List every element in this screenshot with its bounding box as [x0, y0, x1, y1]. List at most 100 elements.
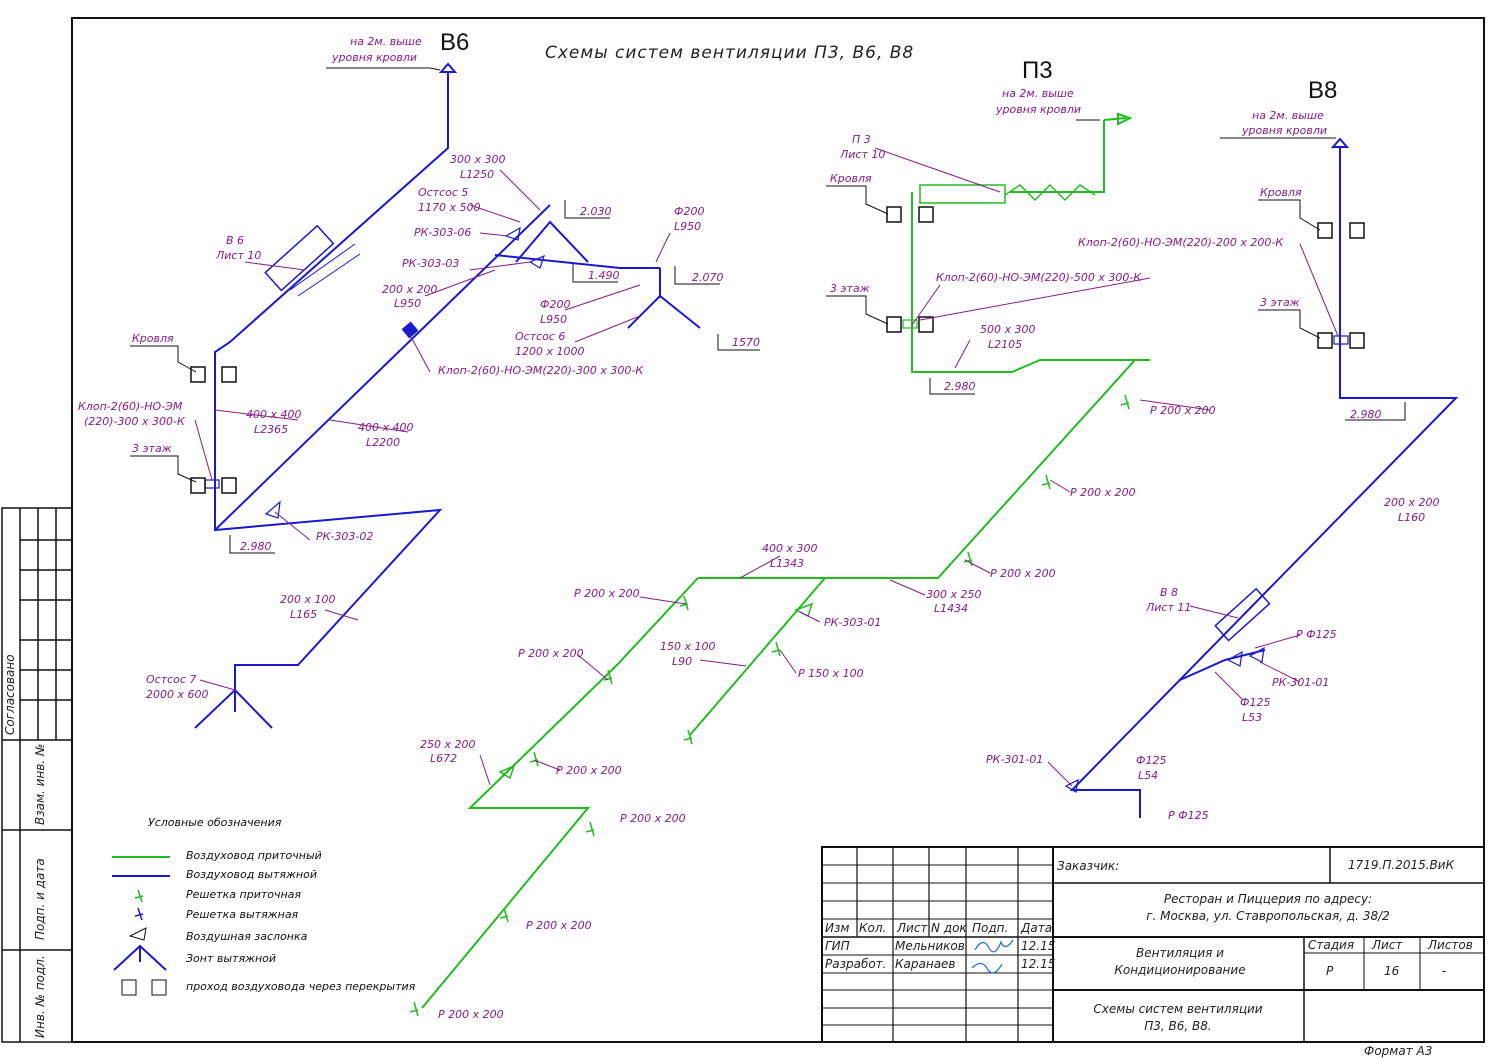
- tb-gip: ГИП: [825, 939, 850, 953]
- d500-size: 500 x 300: [980, 323, 1036, 336]
- klop-p3: Клоп-2(60)-НО-ЭМ(220)-500 x 300-К: [936, 271, 1142, 284]
- elevation-marks: [130, 67, 1406, 554]
- tb-col-5: Дата: [1020, 921, 1052, 935]
- p3-elev-2980: 2.980: [944, 380, 976, 393]
- phi125a-len: L53: [1242, 711, 1262, 724]
- b8-roof-mark: Кровля: [1260, 186, 1302, 199]
- system-b6-label: В6: [440, 29, 469, 56]
- legend-damper-icon: [128, 927, 147, 941]
- tb-col-0: Изм: [825, 921, 849, 935]
- legend-item-4: Воздушная заслонка: [186, 930, 308, 943]
- tb-col-3: N док: [931, 921, 967, 935]
- tb-sheet-title-2: П3, В6, В8.: [1144, 1019, 1211, 1033]
- system-p3-label: П3: [1022, 57, 1053, 84]
- phi125b-len: L54: [1138, 769, 1158, 782]
- d300x250-size: 300 x 250: [926, 588, 982, 601]
- phi200b-size: Ф200: [540, 298, 570, 311]
- ostsos6-name: Остсос 6: [515, 330, 565, 343]
- d200-len: L950: [394, 297, 421, 310]
- tb-sheets-h: Листов: [1427, 938, 1473, 952]
- d200-size: 200 x 200: [382, 283, 438, 296]
- b8-floor3-mark: 3 этаж: [1260, 296, 1300, 309]
- p3-labels: на 2м. выше уровня кровли П 3 Лист 10 Кр…: [420, 87, 1216, 1021]
- legend-item-0: Воздуховод приточный: [186, 849, 322, 862]
- phi200a-size: Ф200: [674, 205, 704, 218]
- d300-len: L1250: [460, 168, 494, 181]
- tb-sheet: 16: [1384, 964, 1400, 978]
- b8-d200-size: 200 x 200: [1384, 496, 1440, 509]
- d500-len: L2105: [988, 338, 1022, 351]
- tb-doc-code: 1719.П.2015.ВиК: [1348, 858, 1455, 872]
- phi200b-len: L950: [540, 313, 567, 326]
- ostsos7-name: Остсос 7: [146, 673, 196, 686]
- side-inv-orig: Инв. № подл.: [33, 955, 47, 1038]
- d300-size: 300 x 300: [450, 153, 506, 166]
- b8-sheet-1: В 8: [1160, 586, 1178, 599]
- d400x300-size: 400 x 300: [762, 542, 818, 555]
- elev-1490: 1.490: [588, 269, 620, 282]
- rk301: РК-303-01: [824, 616, 881, 629]
- klop-b6: Клоп-2(60)-НО-ЭМ(220)-300 x 300-К: [438, 364, 644, 377]
- elev-2030: 2.030: [580, 205, 612, 218]
- elev-2070: 2.070: [692, 271, 724, 284]
- d400a-len: L2365: [254, 423, 288, 436]
- tb-object-1: Ресторан и Пиццерия по адресу:: [1164, 892, 1372, 906]
- system-b8-label: В8: [1308, 77, 1337, 104]
- tb-col-1: Кол.: [859, 921, 886, 935]
- b6-roof-note-1: на 2м. выше: [350, 35, 422, 48]
- duct-b8: [1064, 137, 1459, 818]
- legend-heading: Условные обозначения: [148, 816, 282, 829]
- tb-section-2: Кондиционирование: [1114, 963, 1245, 977]
- r200-4: Р 200 x 200: [574, 587, 640, 600]
- r200-3: Р 200 x 200: [990, 567, 1056, 580]
- phi125b-size: Ф125: [1136, 754, 1166, 767]
- r200-7: Р 200 x 200: [620, 812, 686, 825]
- p3-sheet-1: П 3: [852, 133, 871, 146]
- p3-roof-note-1: на 2м. выше: [1002, 87, 1074, 100]
- b8-roof-note-2: уровня кровли: [1241, 124, 1327, 137]
- ostsos7-size: 2000 x 600: [146, 688, 209, 701]
- legend-item-1: Воздуховод вытяжной: [186, 868, 317, 881]
- tb-dev-name: Каранаев: [895, 957, 956, 971]
- tb-stage-h: Стадия: [1308, 938, 1354, 952]
- d200x100-len: L165: [290, 608, 317, 621]
- tb-sheet-title-1: Схемы систем вентиляции: [1093, 1002, 1262, 1016]
- title-block: [821, 846, 1485, 1043]
- d250-len: L672: [430, 752, 457, 765]
- b6-roof-note-2: уровня кровли: [331, 51, 417, 64]
- floor-penetrations: [190, 206, 1365, 494]
- signature-mark: [971, 939, 1014, 974]
- rk303: РК-303-03: [402, 257, 459, 270]
- phi200a-len: L950: [674, 220, 701, 233]
- side-sign-date: Подп. и дата: [33, 858, 47, 940]
- drawing-title: Схемы систем вентиляции П3, В6, В8: [545, 43, 914, 63]
- r200-5: Р 200 x 200: [518, 647, 584, 660]
- rk30101-b: РК-301-01: [986, 753, 1043, 766]
- legend-exhaust-grille-icon: [134, 907, 144, 921]
- r200-6: Р 200 x 200: [556, 764, 622, 777]
- klop-b8: Клоп-2(60)-НО-ЭМ(220)-200 x 200-К: [1078, 236, 1284, 249]
- tb-object-2: г. Москва, ул. Ставропольская, д. 38/2: [1146, 909, 1390, 923]
- r-phi125-2: Р Ф125: [1168, 809, 1209, 822]
- r200-2: Р 200 x 200: [1070, 486, 1136, 499]
- b8-sheet-2: Лист 11: [1145, 601, 1191, 614]
- duct-b6: [194, 62, 701, 729]
- b6-elev-2980: 2.980: [240, 540, 272, 553]
- phi125a-size: Ф125: [1240, 696, 1270, 709]
- tb-gip-date: 12.15: [1021, 939, 1055, 953]
- b8-d200-len: L160: [1398, 511, 1425, 524]
- b6-floor3-mark: 3 этаж: [132, 442, 172, 455]
- side-agreed: Согласовано: [3, 654, 17, 735]
- d400b-len: L2200: [366, 436, 400, 449]
- tb-dev: Разработ.: [825, 957, 887, 971]
- b8-elev-2980: 2.980: [1350, 408, 1382, 421]
- r150: Р 150 x 100: [798, 667, 864, 680]
- legend-item-5: Зонт вытяжной: [186, 952, 276, 965]
- legend-supply-grille-icon: [134, 889, 144, 903]
- tb-stage: Р: [1326, 964, 1334, 978]
- d300x250-len: L1434: [934, 602, 968, 615]
- b6-labels: на 2м. выше уровня кровли В 6 Лист 10 30…: [78, 35, 760, 701]
- tb-gip-name: Мельников: [895, 939, 965, 953]
- legend-item-6: проход воздуховода через перекрытия: [186, 980, 416, 993]
